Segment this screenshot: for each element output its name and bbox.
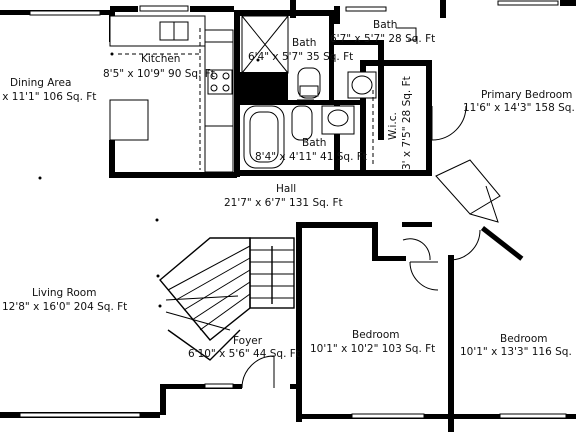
- bath-fixtures: [238, 15, 377, 169]
- label-bath-right: Bath: [373, 19, 397, 31]
- label-dining: Dining Area: [10, 77, 71, 89]
- doors: [241, 27, 501, 389]
- size-foyer: 6'10" x 5'6" 44 Sq. Ft: [188, 348, 300, 360]
- label-foyer: Foyer: [233, 335, 263, 347]
- size-dining: ' x 11'1" 106 Sq. Ft: [0, 91, 96, 103]
- label-wic: W.i.c.: [387, 112, 399, 140]
- windows: [19, 0, 567, 419]
- label-bedroom-right: Bedroom: [500, 333, 548, 345]
- label-bath-lower: Bath: [302, 137, 326, 149]
- size-bedroom-mid: 10'1" x 10'2" 103 Sq. Ft: [310, 343, 435, 355]
- size-bedroom-right: 10'1" x 13'3" 116 Sq. Ft: [460, 346, 576, 358]
- label-bedroom-mid: Bedroom: [352, 329, 400, 341]
- room-labels: Dining Area ' x 11'1" 106 Sq. Ft Kitchen…: [0, 19, 576, 360]
- label-bath-upper: Bath: [292, 37, 316, 49]
- kitchen-fixtures: [109, 15, 234, 173]
- markers: [38, 52, 260, 308]
- stairs: [159, 237, 295, 361]
- size-bath-lower: 8'4" x 4'11" 41 Sq. Ft: [255, 151, 367, 163]
- size-bath-upper: 6'4" x 5'7" 35 Sq. Ft: [248, 51, 353, 63]
- label-primary: Primary Bedroom: [481, 89, 572, 101]
- size-living: 12'8" x 16'0" 204 Sq. Ft: [2, 301, 127, 313]
- size-kitchen: 8'5" x 10'9" 90 Sq. Ft: [103, 68, 215, 80]
- size-wic: 3' x 7'5" 28 Sq. Ft: [401, 76, 413, 170]
- label-kitchen: Kitchen: [141, 53, 180, 65]
- size-hall: 21'7" x 6'7" 131 Sq. Ft: [224, 197, 343, 209]
- size-primary: 11'6" x 14'3" 158 Sq. Ft: [463, 102, 576, 114]
- label-hall: Hall: [276, 183, 296, 195]
- size-bath-right: 6'7" x 5'7" 28 Sq. Ft: [330, 33, 435, 45]
- label-living: Living Room: [32, 287, 96, 299]
